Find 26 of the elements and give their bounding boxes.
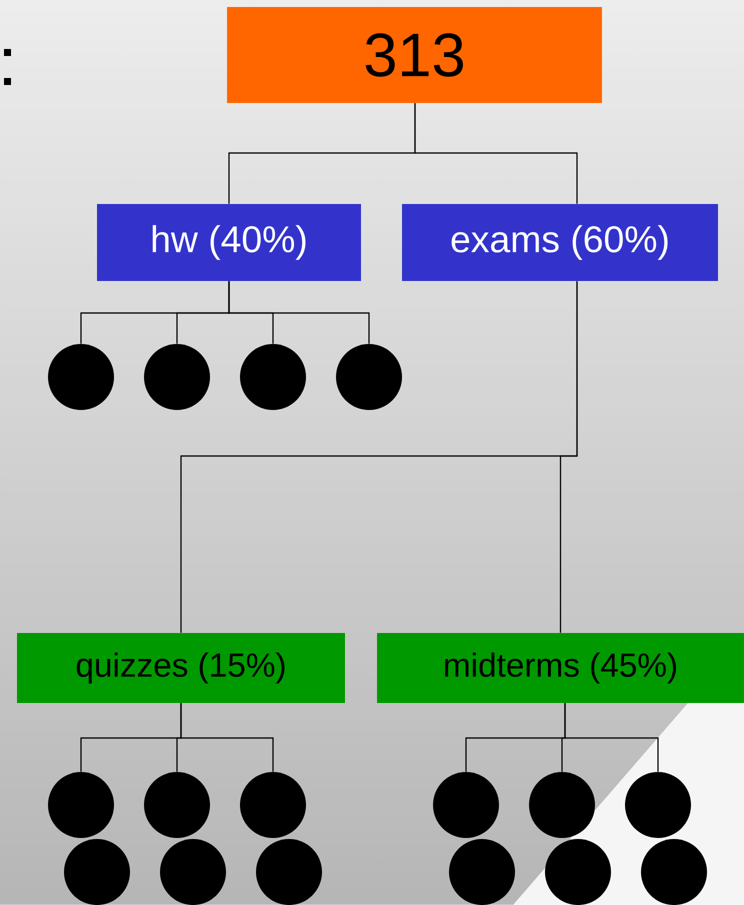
category-box: hw (40%): [97, 204, 361, 282]
dot: [48, 344, 114, 410]
dot: [48, 772, 114, 838]
dot: [160, 839, 226, 905]
dot: [144, 772, 210, 838]
category-box: exams (60%): [402, 204, 718, 282]
category-box: midterms (45%): [377, 633, 744, 703]
dot: [336, 344, 402, 410]
connector-line: [564, 703, 659, 772]
connector-line: [560, 281, 578, 633]
dot: [625, 772, 691, 838]
dot: [433, 772, 499, 838]
title-box: 313: [227, 7, 602, 103]
dot: [449, 839, 515, 905]
connector-line: [414, 103, 578, 204]
dot: [240, 344, 306, 410]
category-box: quizzes (15%): [17, 633, 345, 703]
dot: [545, 839, 611, 905]
dot: [64, 839, 130, 905]
dot: [256, 839, 322, 905]
connector-line: [228, 281, 370, 344]
dot: [144, 344, 210, 410]
dot: [240, 772, 306, 838]
connector-line: [180, 703, 274, 772]
dot: [641, 839, 707, 905]
dot: [529, 772, 595, 838]
